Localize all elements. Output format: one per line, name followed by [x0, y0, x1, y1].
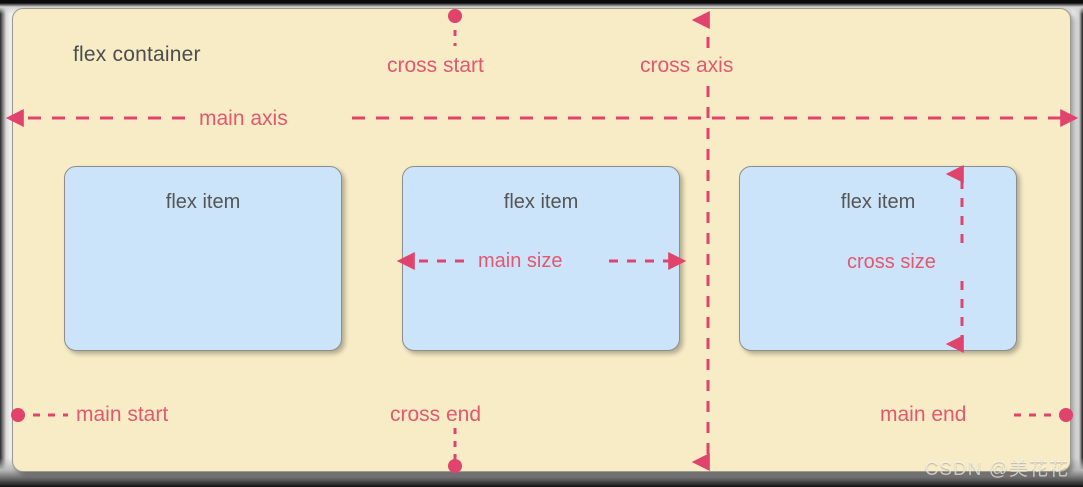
label-main-end: main end	[880, 403, 967, 426]
label-main-start: main start	[76, 403, 169, 426]
flex-item-1: flex item	[64, 166, 342, 351]
flex-item-1-label: flex item	[165, 191, 241, 213]
flex-item-2: flex item	[402, 166, 680, 351]
flex-container-label: flex container	[73, 43, 201, 66]
label-main-size: main size	[478, 250, 563, 272]
flex-item-3-label: flex item	[840, 191, 916, 213]
flex-item-2-label: flex item	[503, 191, 579, 213]
flex-item-3: flex item	[739, 166, 1017, 351]
label-cross-axis: cross axis	[640, 54, 734, 77]
label-cross-end: cross end	[390, 403, 482, 426]
label-main-axis: main axis	[199, 107, 288, 130]
watermark: CSDN @美花花	[924, 459, 1069, 480]
label-cross-size: cross size	[847, 251, 936, 273]
label-cross-start: cross start	[387, 54, 484, 77]
